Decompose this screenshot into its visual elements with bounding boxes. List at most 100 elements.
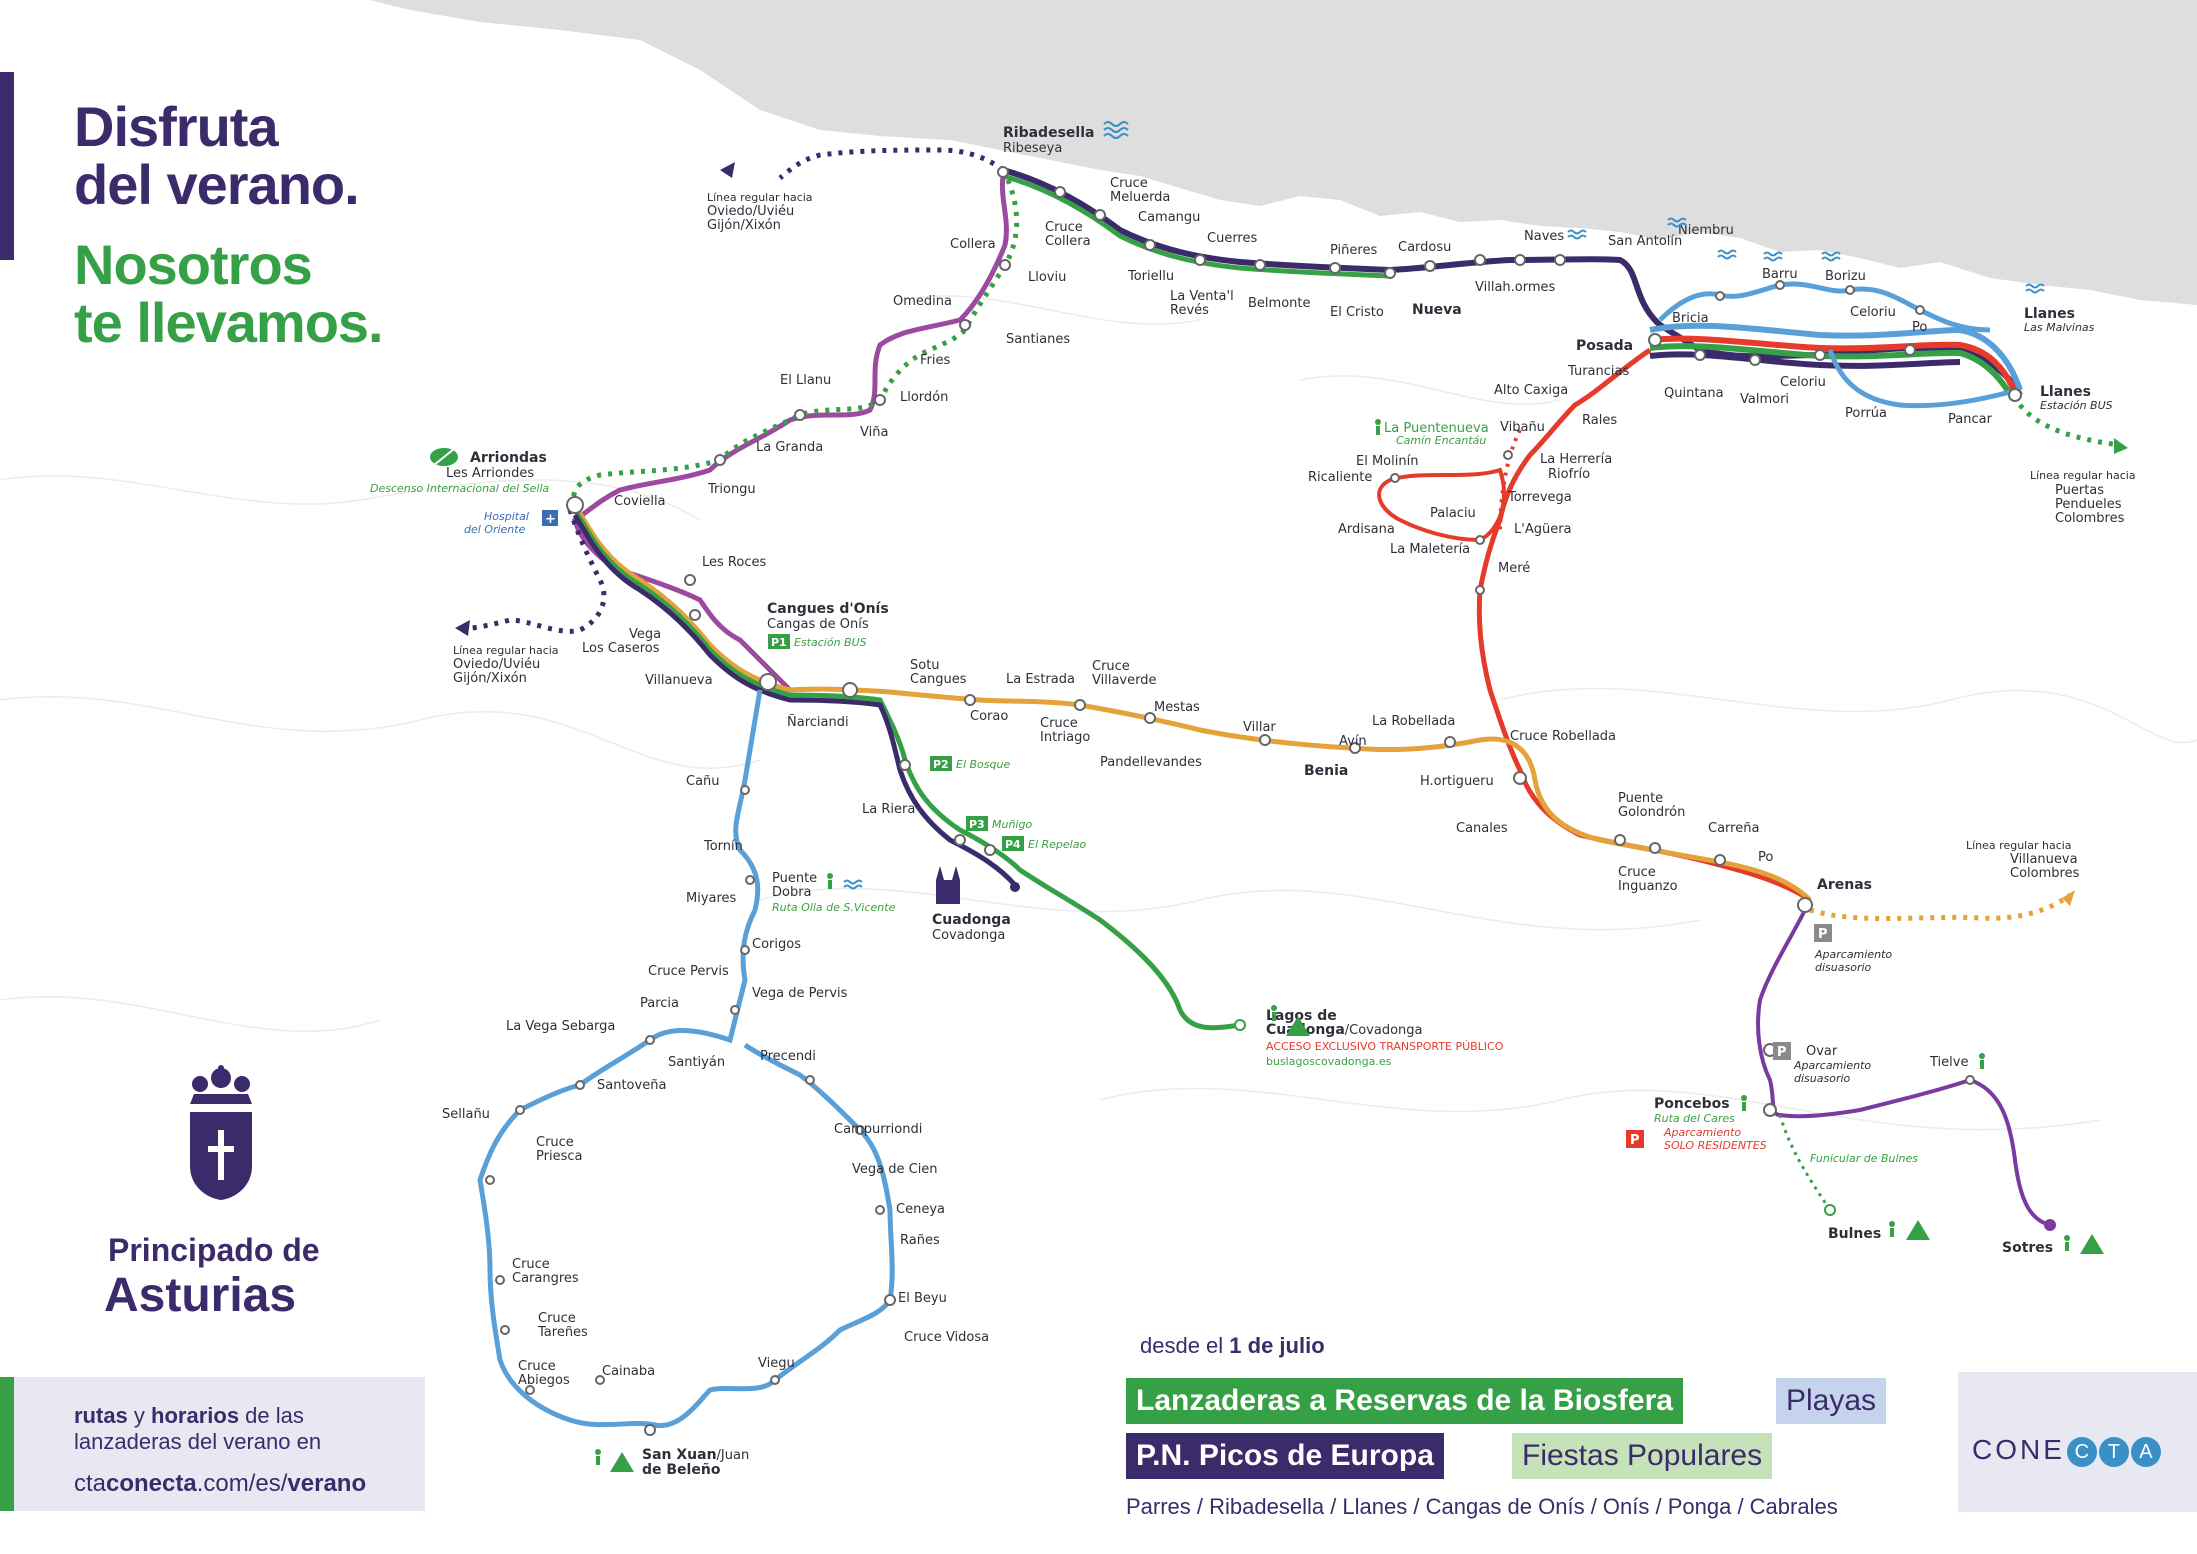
svg-text:Vibañu: Vibañu	[1500, 420, 1545, 435]
svg-text:Vega: Vega	[629, 627, 661, 642]
route-orange-dotted-arenas	[1809, 892, 2072, 922]
svg-text:Santianes: Santianes	[1006, 332, 1070, 347]
svg-text:Llanes: Llanes	[2040, 384, 2091, 400]
svg-text:El Repelao: El Repelao	[1028, 838, 1086, 851]
svg-text:Cuadonga: Cuadonga	[932, 912, 1011, 928]
route-blue-ponga	[477, 689, 895, 1428]
svg-text:P3: P3	[969, 818, 985, 831]
svg-text:Priesca: Priesca	[536, 1149, 582, 1164]
svg-text:Mestas: Mestas	[1154, 700, 1200, 715]
svg-text:Línea regular hacia: Línea regular hacia	[2030, 469, 2136, 482]
svg-text:Sotu: Sotu	[910, 658, 940, 673]
svg-text:Bricia: Bricia	[1672, 311, 1709, 326]
svg-text:Camangu: Camangu	[1138, 210, 1200, 225]
svg-text:Carreña: Carreña	[1708, 821, 1759, 836]
svg-text:Ribadesella: Ribadesella	[1003, 125, 1094, 141]
svg-text:Cruce: Cruce	[536, 1135, 574, 1150]
svg-text:Fries: Fries	[920, 353, 950, 368]
svg-text:Piñeres: Piñeres	[1330, 243, 1377, 258]
svg-text:Precendi: Precendi	[760, 1049, 816, 1064]
svg-text:Corao: Corao	[970, 709, 1008, 724]
svg-text:Belmonte: Belmonte	[1248, 296, 1310, 311]
svg-text:Avín: Avín	[1339, 734, 1367, 749]
svg-text:El Cristo: El Cristo	[1330, 305, 1384, 320]
svg-text:Cruce: Cruce	[1110, 176, 1148, 191]
svg-text:Cruce: Cruce	[1045, 220, 1083, 235]
svg-text:Pendueles: Pendueles	[2055, 497, 2122, 512]
svg-text:Cruce: Cruce	[1040, 716, 1078, 731]
svg-text:disuasorio: disuasorio	[1794, 1072, 1851, 1085]
svg-text:La Vega Sebarga: La Vega Sebarga	[506, 1019, 615, 1034]
route-red-loop	[1377, 467, 1506, 543]
info-accent-bar	[0, 1377, 14, 1511]
svg-text:Porrúa: Porrúa	[1845, 406, 1887, 421]
parking-badges: P1 Estación BUS P2 El Bosque P3 Muñigo P…	[542, 510, 1832, 1148]
svg-text:Puente: Puente	[1618, 791, 1663, 806]
svg-text:Santoveña: Santoveña	[597, 1078, 666, 1093]
svg-text:Toriellu: Toriellu	[1127, 269, 1174, 284]
svg-text:Cruce: Cruce	[512, 1257, 550, 1272]
headline-purple: Disfruta del verano.	[74, 95, 360, 216]
svg-text:Corigos: Corigos	[752, 937, 801, 952]
svg-text:Cruce: Cruce	[1092, 659, 1130, 674]
svg-text:Nueva: Nueva	[1412, 302, 1462, 318]
svg-text:Dobra: Dobra	[772, 885, 812, 900]
svg-text:Triongu: Triongu	[707, 482, 756, 497]
kayak-icon	[430, 448, 458, 466]
svg-text:Tornín: Tornín	[703, 839, 743, 854]
svg-text:Borizu: Borizu	[1825, 269, 1866, 284]
svg-text:disuasorio: disuasorio	[1815, 961, 1872, 974]
svg-text:Arriondas: Arriondas	[470, 450, 547, 466]
svg-text:Rales: Rales	[1582, 413, 1617, 428]
stops	[485, 166, 2056, 1436]
svg-text:Rañes: Rañes	[900, 1233, 940, 1248]
svg-text:Colombres: Colombres	[2010, 866, 2080, 881]
svg-text:Estación BUS: Estación BUS	[2040, 399, 2113, 412]
svg-text:Tareñes: Tareñes	[537, 1325, 588, 1340]
svg-text:Sellañu: Sellañu	[442, 1107, 490, 1122]
beach-icon	[843, 121, 2045, 890]
legend-picos-europa: P.N. Picos de Europa	[1126, 1433, 1444, 1479]
svg-text:Celoriu: Celoriu	[1780, 375, 1826, 390]
svg-text:Villaverde: Villaverde	[1092, 673, 1156, 688]
svg-text:Ceneya: Ceneya	[896, 1202, 945, 1217]
route-red-llanes	[1649, 335, 2018, 394]
svg-text:Intriago: Intriago	[1040, 730, 1090, 745]
svg-text:Viegu: Viegu	[758, 1356, 795, 1371]
svg-text:L'Agüera: L'Agüera	[1514, 522, 1572, 537]
svg-text:Tielve: Tielve	[1929, 1055, 1968, 1070]
headline-green: Nosotros te llevamos.	[74, 233, 384, 354]
svg-text:Naves: Naves	[1524, 229, 1564, 244]
svg-text:del Oriente: del Oriente	[464, 523, 526, 536]
svg-text:Las Malvinas: Las Malvinas	[2024, 321, 2095, 334]
svg-text:Cangues d'Onís: Cangues d'Onís	[767, 601, 889, 617]
svg-text:Riofrío: Riofrío	[1548, 467, 1590, 482]
svg-text:Cardosu: Cardosu	[1398, 240, 1451, 255]
sea-area	[370, 0, 2197, 305]
svg-text:Santiyán: Santiyán	[668, 1055, 725, 1070]
route-blue-beaches	[1658, 281, 1991, 333]
svg-text:Lloviu: Lloviu	[1028, 270, 1066, 285]
place-labels: Ribadesella Ribeseya Cruce Meluerda Cama…	[370, 125, 2136, 1478]
svg-text:Muñigo: Muñigo	[992, 818, 1032, 831]
svg-text:Valmori: Valmori	[1740, 392, 1789, 407]
svg-text:Ruta Olla de S.Vicente: Ruta Olla de S.Vicente	[772, 901, 896, 914]
svg-text:P1: P1	[771, 636, 787, 649]
svg-text:Posada: Posada	[1576, 338, 1633, 354]
svg-text:Po: Po	[1912, 320, 1927, 335]
svg-text:Aparcamiento: Aparcamiento	[1663, 1126, 1741, 1139]
svg-text:Cruce: Cruce	[1618, 865, 1656, 880]
svg-text:Celoriu: Celoriu	[1850, 305, 1896, 320]
svg-text:ACCESO EXCLUSIVO TRANSPORTE PÚ: ACCESO EXCLUSIVO TRANSPORTE PÚBLICO	[1266, 1040, 1504, 1053]
basilica-icon	[936, 866, 960, 904]
svg-text:Golondrón: Golondrón	[1618, 805, 1685, 820]
route-green-coast	[1002, 173, 1391, 279]
svg-text:+: +	[545, 512, 556, 527]
info-url[interactable]: ctaconecta.com/es/verano	[74, 1470, 367, 1497]
svg-text:Cruce Robellada: Cruce Robellada	[1510, 729, 1616, 744]
svg-text:Oviedo/Uviéu: Oviedo/Uviéu	[453, 657, 540, 672]
hiker-icon	[595, 419, 2070, 1465]
svg-text:Benia: Benia	[1304, 763, 1348, 779]
svg-text:San Antolín: San Antolín	[1608, 234, 1682, 249]
